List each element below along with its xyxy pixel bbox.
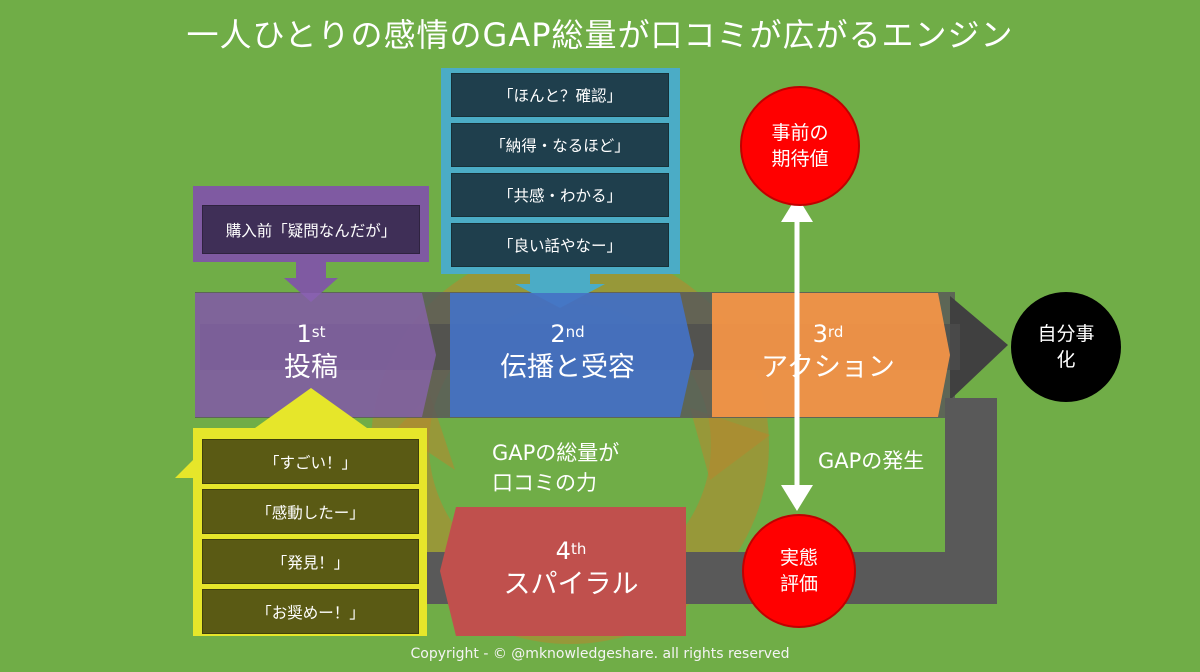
evaluation-line2: 評価: [779, 573, 818, 595]
teal-item-text: 「納得・なるほど」: [490, 137, 630, 155]
yellow-item: 「すごい！」: [202, 439, 419, 484]
stage1-digit: 1: [296, 320, 312, 348]
jibun-line1: 自分事: [1037, 323, 1095, 345]
center-note-line2: 口コミの力: [492, 471, 597, 495]
copyright-text: Copyright - © @mknowledgeshare. all righ…: [410, 646, 790, 662]
stage2-digit: 2: [550, 320, 566, 348]
jibun-circle: 自分事化: [1011, 292, 1121, 402]
stage4-suffix: th: [570, 540, 587, 558]
center-note-line1: GAPの総量が: [492, 441, 620, 465]
teal-item: 「納得・なるほど」: [451, 123, 669, 167]
teal-item-text: 「ほんと？確認」: [497, 87, 622, 105]
evaluation-circle: 実態評価: [742, 514, 856, 628]
yellow-item-text: 「お奨めー！」: [256, 603, 365, 622]
purple-label-text: 購入前「疑問なんだが」: [225, 221, 397, 240]
yellow-up-arrow: [255, 388, 367, 428]
teal-item: 「ほんと？確認」: [451, 73, 669, 117]
yellow-item: 「感動したー」: [202, 489, 419, 534]
cycle-arrowhead-right: [690, 408, 770, 480]
gap-double-arrow: [781, 196, 813, 511]
stage4-name: スパイラル: [503, 569, 639, 600]
yellow-item: 「発見！」: [202, 539, 419, 584]
stage1-number: 1st: [297, 320, 326, 348]
stage2-suffix: nd: [565, 323, 585, 341]
stage2-number: 2nd: [550, 320, 584, 348]
gap-note: GAPの発生: [818, 449, 925, 473]
purple-label-box: 購入前「疑問なんだが」: [202, 205, 420, 254]
teal-item-text: 「共感・わかる」: [497, 187, 622, 205]
stage4-digit: 4: [555, 537, 571, 565]
stage3-name: アクション: [761, 352, 895, 383]
jibun-text: 自分事化: [1037, 321, 1094, 373]
expectation-line1: 事前の: [771, 122, 829, 144]
stage3-digit: 3: [812, 320, 828, 348]
stage3-suffix: rd: [827, 323, 844, 341]
stage2-name: 伝播と受容: [500, 352, 635, 383]
stage4-shape: [440, 507, 686, 636]
stage1-label: 1st 投稿: [195, 313, 427, 393]
teal-item-text: 「良い話やなー」: [497, 237, 622, 255]
expectation-text: 事前の期待値: [771, 120, 828, 172]
stage1-name: 投稿: [284, 352, 338, 383]
teal-item: 「良い話やなー」: [451, 223, 669, 267]
stage4-label: 4th スパイラル: [456, 528, 686, 612]
center-note: GAPの総量が 口コミの力: [492, 438, 619, 498]
teal-item: 「共感・わかる」: [451, 173, 669, 217]
stage3-shape: [712, 293, 950, 417]
yellow-item-text: 「発見！」: [271, 553, 350, 572]
stage4-number: 4th: [556, 537, 587, 565]
stage2-label: 2nd 伝播と受容: [450, 313, 685, 393]
page-title: 一人ひとりの感情のGAP総量が口コミが広がるエンジン: [186, 16, 1014, 54]
yellow-item-text: 「すごい！」: [263, 453, 357, 472]
expectation-line2: 期待値: [771, 148, 829, 170]
jibun-line2: 化: [1056, 349, 1076, 371]
purple-down-arrow: [284, 262, 338, 302]
evaluation-line1: 実態: [779, 547, 818, 569]
stage3-number: 3rd: [813, 320, 844, 348]
stage2-shape: [450, 293, 694, 417]
expectation-circle: 事前の期待値: [740, 86, 860, 206]
stage3-label: 3rd アクション: [712, 313, 944, 393]
evaluation-text: 実態評価: [780, 545, 818, 597]
yellow-item: 「お奨めー！」: [202, 589, 419, 634]
yellow-item-text: 「感動したー」: [256, 503, 365, 522]
stage1-shape: [195, 293, 436, 417]
stage1-suffix: st: [311, 323, 326, 341]
